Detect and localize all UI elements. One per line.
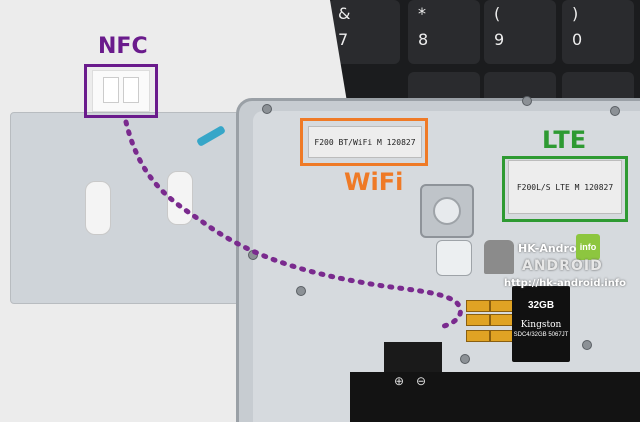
nfc-highlight-box (84, 64, 158, 118)
lte-module-sticker: F200L/S LTE M 120827 (508, 160, 622, 214)
watermark-logo-text: ANDROID (522, 258, 603, 274)
battery-connector (384, 342, 442, 376)
key-number: 8 (418, 30, 429, 49)
sim-contact (466, 314, 490, 326)
wifi-callout: WiFi (344, 168, 404, 196)
screw (610, 106, 620, 116)
sim-contact (466, 330, 490, 342)
camera-flash (436, 240, 472, 276)
battery: ⊕ ⊖ (350, 372, 640, 422)
screw (296, 286, 306, 296)
battery-plus-mark: ⊕ (394, 374, 405, 388)
lte-highlight-box (502, 156, 628, 222)
cover-slot (85, 181, 111, 235)
watermark-info-badge: info (576, 234, 600, 260)
key-symbol: ) (572, 4, 579, 23)
sd-capacity: 32GB (527, 300, 555, 311)
sd-brand: Kingston (520, 320, 562, 330)
keyboard-key: ) 0 (562, 0, 634, 64)
battery-minus-mark: ⊖ (416, 374, 427, 388)
watermark-url: http://hk-android.info (504, 278, 627, 289)
keyboard-key: ( 9 (484, 0, 556, 64)
rear-camera (420, 184, 474, 238)
nfc-contact-chip (92, 70, 150, 112)
wifi-module-sticker: F200 BT/WiFi M 120827 (308, 126, 422, 158)
watermark-brand: HK-Android (518, 242, 589, 255)
lte-callout: LTE (542, 126, 587, 154)
key-symbol: ( (494, 4, 501, 23)
nfc-contact-pad (103, 77, 119, 103)
nfc-callout: NFC (98, 34, 148, 59)
key-symbol: * (418, 4, 426, 23)
screw (460, 354, 470, 364)
key-number: 9 (494, 30, 505, 49)
key-number: 0 (572, 30, 583, 49)
nfc-contact-pad (123, 77, 139, 103)
android-robot-icon (484, 240, 514, 274)
wifi-highlight-box (300, 118, 428, 166)
sim-contact (466, 300, 490, 312)
screw (262, 104, 272, 114)
key-number: 7 (338, 30, 349, 49)
sd-model: SDC4/32GB 5067JT (513, 332, 569, 338)
keyboard-key: * 8 (408, 0, 480, 64)
keyboard-key: & 7 (328, 0, 400, 64)
camera-lens (433, 197, 461, 225)
micro-sd-card: 32GB Kingston SDC4/32GB 5067JT (512, 286, 570, 362)
key-symbol: & (338, 4, 351, 23)
screw (582, 340, 592, 350)
screw (522, 96, 532, 106)
